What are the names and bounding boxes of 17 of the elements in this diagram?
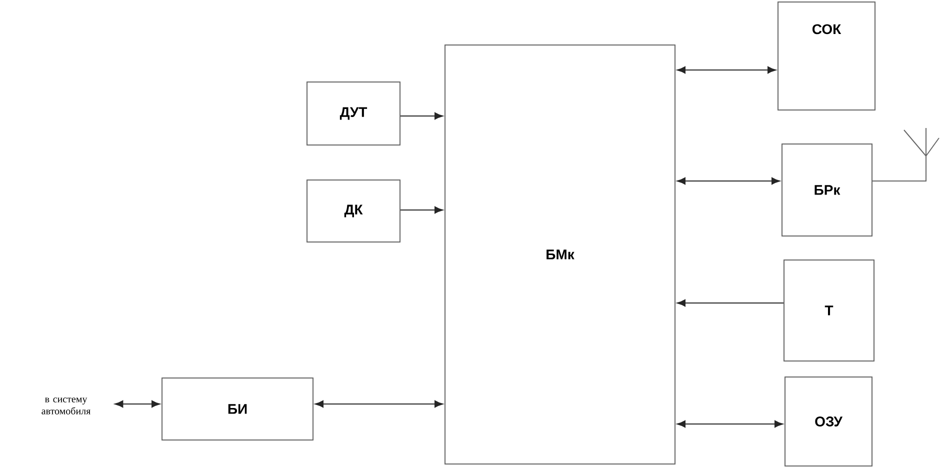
- arrow: [400, 206, 444, 214]
- arrow: [676, 299, 784, 307]
- block-box: ОЗУ: [784, 376, 872, 466]
- arrow: [676, 177, 780, 185]
- arrow: [314, 400, 444, 408]
- arrow: [676, 66, 776, 74]
- arrow: [400, 112, 444, 120]
- block-box: Т: [784, 260, 874, 362]
- block-box: БМк: [444, 44, 676, 464]
- block-box: ДК: [306, 180, 400, 242]
- arrow: [114, 400, 160, 408]
- block-box: ДУТ: [306, 82, 400, 146]
- block-box: СОК: [778, 2, 876, 110]
- block-box: БИ: [162, 378, 314, 440]
- block-box: БРк: [782, 144, 872, 236]
- arrow: [676, 420, 784, 428]
- side-label: в систему автомобиля: [42, 398, 90, 414]
